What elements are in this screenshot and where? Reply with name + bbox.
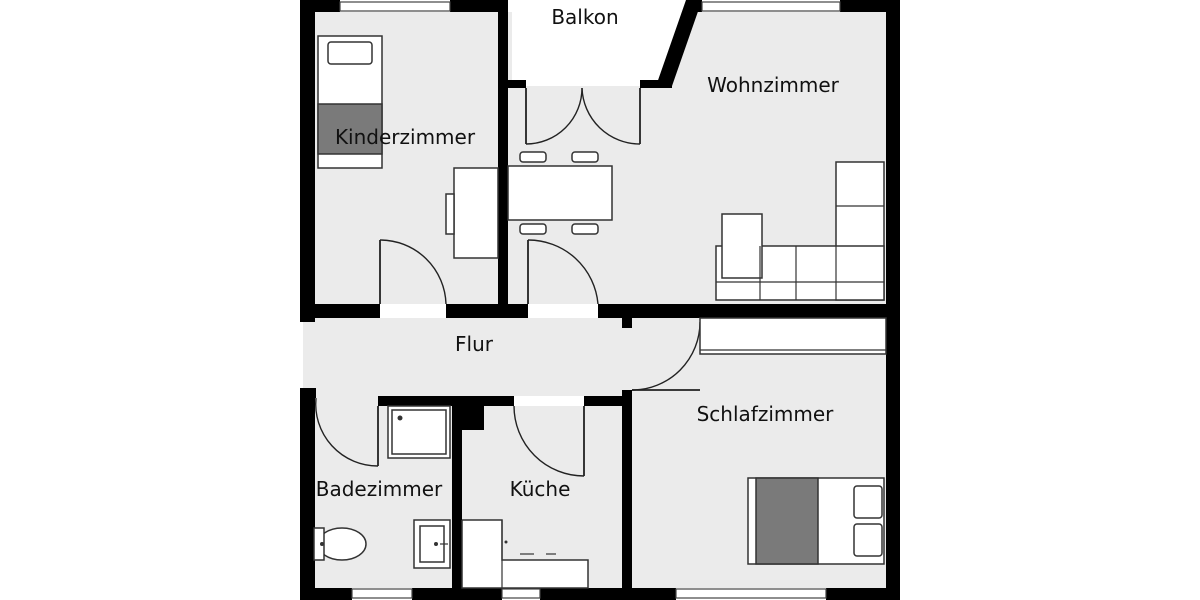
- label-wohnzimmer: Wohnzimmer: [707, 73, 840, 97]
- balkon-floor: [512, 0, 686, 86]
- wall-kueche-notch: [462, 404, 484, 430]
- dining-table: [507, 151, 613, 235]
- wall-bottom-2: [412, 588, 502, 600]
- wardrobe-schlafzimmer: [699, 317, 887, 355]
- wall-bottom-1: [300, 588, 352, 600]
- wall-top-4: [686, 0, 702, 12]
- window-schlafzimmer: [675, 588, 827, 599]
- wall-top-3: [840, 0, 900, 12]
- label-kinderzimmer: Kinderzimmer: [335, 125, 476, 149]
- door-schlafzimmer: [631, 321, 701, 391]
- wall-bottom-3: [540, 588, 676, 600]
- wall-flur-top-3: [598, 304, 900, 318]
- wall-bad-kueche: [452, 396, 462, 600]
- wall-balkon-bottom-r: [640, 80, 672, 88]
- wall-kinder-wohn: [498, 0, 508, 314]
- kitchen-counter: [461, 519, 589, 589]
- window-wohnzimmer: [701, 1, 841, 12]
- bed-schlafzimmer: [747, 477, 885, 565]
- room-labels: Balkon Wohnzimmer Kinderzimmer Flur Schl…: [316, 5, 840, 501]
- window-kueche: [501, 588, 541, 599]
- door-balkon: [525, 87, 641, 145]
- wall-left-bottom: [300, 388, 315, 600]
- doors: [315, 87, 701, 477]
- sofa-wohnzimmer: [715, 161, 885, 301]
- windows: [339, 1, 841, 599]
- wall-flur-bottom-3: [462, 396, 514, 406]
- shower: [387, 405, 451, 459]
- toilet: [313, 527, 367, 561]
- walls: [300, 0, 900, 600]
- wall-balkon-bottom-l: [508, 80, 526, 88]
- wall-flur-stub: [622, 314, 632, 328]
- desk-chair: [445, 193, 455, 235]
- wall-left-top: [300, 0, 315, 322]
- wall-bottom-4: [826, 588, 900, 600]
- wall-flur-bottom-4: [584, 396, 632, 406]
- wall-top-2: [450, 0, 508, 12]
- desk-kinderzimmer: [453, 167, 499, 259]
- label-kueche: Küche: [510, 477, 571, 501]
- wall-balkon-slant: [656, 0, 702, 86]
- wall-right: [886, 0, 900, 600]
- furniture: [313, 35, 887, 589]
- door-kueche: [513, 405, 585, 477]
- door-wohnzimmer: [527, 239, 599, 305]
- label-badezimmer: Badezimmer: [316, 477, 443, 501]
- wall-flur-top-2: [446, 304, 528, 318]
- bed-kinderzimmer: [317, 35, 383, 169]
- window-bad: [351, 588, 413, 599]
- sink: [413, 519, 451, 569]
- wall-kueche-schlaf: [622, 390, 632, 600]
- wall-top-1: [300, 0, 340, 12]
- door-badezimmer: [315, 397, 379, 467]
- wall-flur-bottom-2: [378, 396, 462, 406]
- wall-flur-top-1: [300, 304, 380, 318]
- wall-flur-bottom-1: [300, 388, 316, 398]
- door-kinderzimmer: [379, 239, 447, 305]
- window-kinderzimmer: [339, 1, 451, 12]
- label-flur: Flur: [455, 332, 494, 356]
- label-balkon: Balkon: [551, 5, 618, 29]
- label-schlafzimmer: Schlafzimmer: [697, 402, 835, 426]
